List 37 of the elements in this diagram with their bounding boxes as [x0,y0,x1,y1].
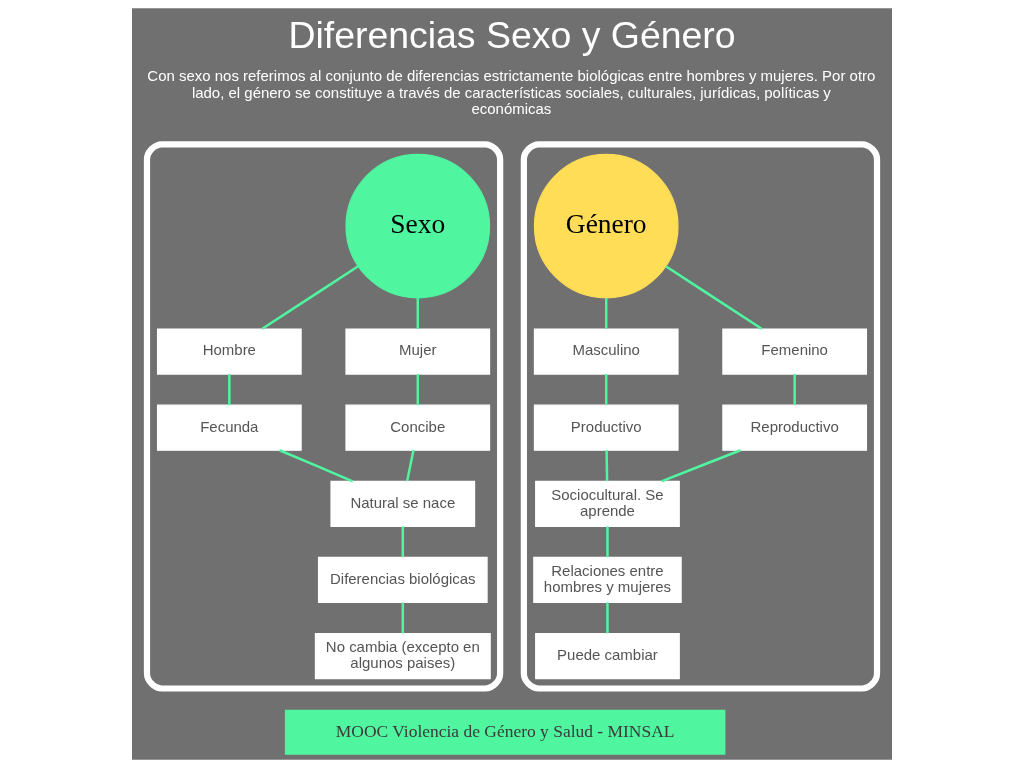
node-box: Natural se nace [330,480,476,527]
connector [661,449,741,483]
label: MOOC Violencia de Género y Salud - MINSAL [335,720,675,741]
connector [793,374,796,405]
diagram-title: Diferencias Sexo y Género [288,14,736,57]
node-box: Femenino [722,328,868,375]
node-circle: Género [533,153,679,299]
connector [606,526,609,558]
node-box: Hombre [156,328,302,375]
connector [279,449,354,483]
connector [416,374,420,405]
connector [605,450,609,482]
label: Con sexo nos referimos al conjunto de diferencias estrictamente biológicas entre hombres y mujeres. Por otro lado, el género se constituye a través de características sociales, culturales, jurídicas, políticas y económicas [147,67,876,117]
connector [606,602,609,634]
node-box: Reproductivo [722,404,868,451]
node-box: Fecunda [156,404,302,451]
node-box: Mujer [345,328,491,375]
node-box: Relaciones entre hombres y mujeres [533,556,682,603]
node-box: Sociocultural. Se aprende [535,480,680,527]
cluster [143,141,504,692]
node-box: Concibe [345,404,491,451]
connector [228,374,231,405]
cluster [520,141,881,692]
connector [416,298,420,329]
connector [261,265,359,330]
connector [604,298,608,329]
node-circle: Sexo [345,153,491,299]
connector [665,265,763,330]
node-box: Productivo [533,404,679,451]
connector [604,374,608,405]
node-box: Diferencias biológicas [317,556,488,603]
node-box: Puede cambiar [535,632,680,680]
connector [401,526,405,558]
connector [401,602,405,634]
node-box: Masculino [533,328,679,375]
connector [405,450,415,482]
node-box: No cambia (excepto en algunos paises) [314,632,491,680]
